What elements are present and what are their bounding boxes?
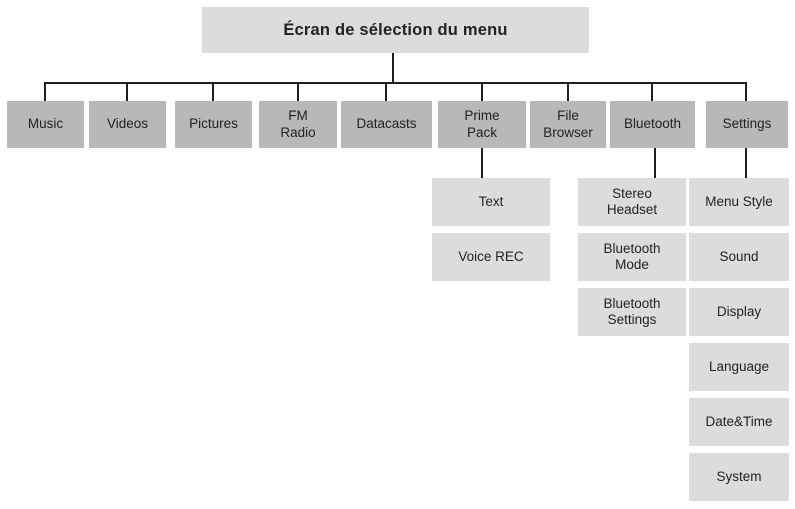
connector-stub-datacasts [385,82,387,102]
node-pictures: Pictures [175,101,252,148]
node-datacasts: Datacasts [341,101,432,148]
diagram-title: Écran de sélection du menu [202,7,589,53]
connector-stub-pictures [212,82,214,102]
node-menu-style: Menu Style [689,178,789,226]
node-voice-rec: Voice REC [432,233,550,281]
connector-stub-fm-radio [297,82,299,102]
node-language: Language [689,343,789,391]
prime-pack-submenu: Text Voice REC [432,178,550,281]
node-settings: Settings [706,101,788,148]
node-file-browser: File Browser [530,101,606,148]
connector-stub-bluetooth [651,82,653,102]
node-bluetooth-settings: Bluetooth Settings [578,288,686,336]
node-sound: Sound [689,233,789,281]
connector-stub-prime-pack [481,82,483,102]
node-text: Text [432,178,550,226]
connector-stub-file-browser [567,82,569,102]
node-prime-pack: Prime Pack [438,101,526,148]
connector-prime-pack-children [481,148,483,178]
node-videos: Videos [89,101,166,148]
node-bluetooth: Bluetooth [610,101,695,148]
settings-submenu: Menu Style Sound Display Language Date&T… [689,178,789,501]
connector-bluetooth-children [654,148,656,178]
connector-title-stub [392,53,394,83]
connector-stub-settings [745,82,747,102]
bluetooth-submenu: Stereo Headset Bluetooth Mode Bluetooth … [578,178,686,336]
node-date-time: Date&Time [689,398,789,446]
connector-stub-music [44,82,46,102]
node-fm-radio: FM Radio [259,101,337,148]
node-system: System [689,453,789,501]
connector-settings-children [745,148,747,178]
node-display: Display [689,288,789,336]
node-music: Music [7,101,84,148]
connector-stub-videos [126,82,128,102]
node-bluetooth-mode: Bluetooth Mode [578,233,686,281]
node-stereo-headset: Stereo Headset [578,178,686,226]
connector-main-rail [44,82,747,84]
